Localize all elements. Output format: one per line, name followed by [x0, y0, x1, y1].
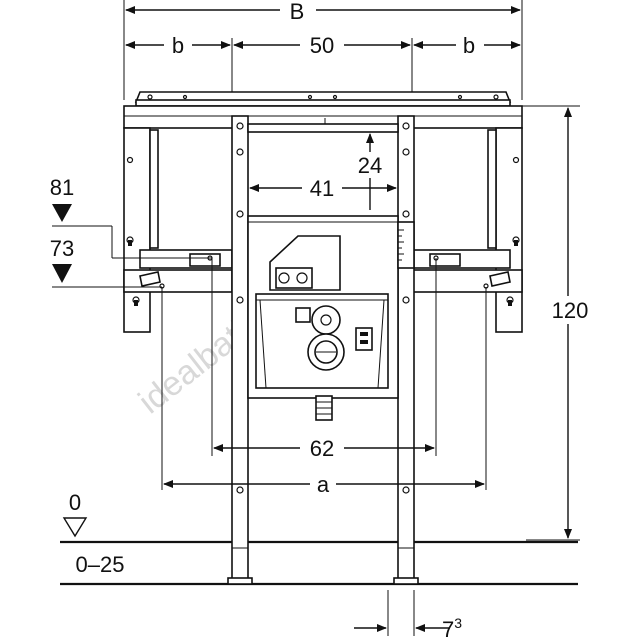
label-side-width-right: b: [463, 33, 475, 58]
label-foot-width-sup: 3: [454, 615, 462, 631]
top-mounting-plate: [134, 91, 512, 107]
label-offset-top: 24: [358, 153, 382, 178]
floor-level-marker: 0: [60, 490, 578, 544]
right-vertical-post: [397, 115, 415, 581]
label-height-upper: 81: [50, 175, 74, 200]
cistern-unit: [255, 235, 389, 421]
label-overall-width: B: [290, 0, 305, 24]
top-crossbar: [123, 105, 523, 129]
adjustable-feet: [227, 547, 419, 585]
label-foot-width: 73: [442, 615, 462, 640]
dimension-side-width-left: b: [125, 33, 231, 58]
dimension-side-width-right: b: [413, 33, 521, 58]
dimension-foot-width: 73: [354, 590, 462, 640]
foot-adjust-marker: 0–25: [60, 552, 578, 586]
label-total-height: 120: [552, 298, 589, 323]
left-side-bracket: [123, 127, 159, 333]
dimension-offset-top: 24: [352, 133, 388, 210]
dimension-bracket-spacing-outer: a: [161, 287, 487, 497]
dimension-bracket-spacing: 62: [211, 258, 437, 461]
label-foot-adjust: 0–25: [76, 552, 125, 577]
dimension-overall-width: B: [123, 0, 523, 100]
label-floor-level: 0: [69, 490, 81, 515]
label-frame-width: 50: [310, 33, 334, 58]
label-bracket-spacing-outer: a: [317, 472, 330, 497]
label-bracket-spacing: 62: [310, 436, 334, 461]
label-side-width-left: b: [172, 33, 184, 58]
dimension-total-height: 120: [522, 105, 594, 541]
left-vertical-post: [231, 115, 249, 581]
dimension-inner-width: 41: [249, 176, 397, 201]
label-foot-width-base: 7: [442, 617, 454, 640]
height-marker-upper: 81: [50, 175, 212, 259]
right-side-bracket: [487, 127, 523, 333]
label-height-lower: 73: [50, 236, 74, 261]
label-inner-width: 41: [310, 176, 334, 201]
height-marker-lower: 73: [50, 236, 162, 288]
